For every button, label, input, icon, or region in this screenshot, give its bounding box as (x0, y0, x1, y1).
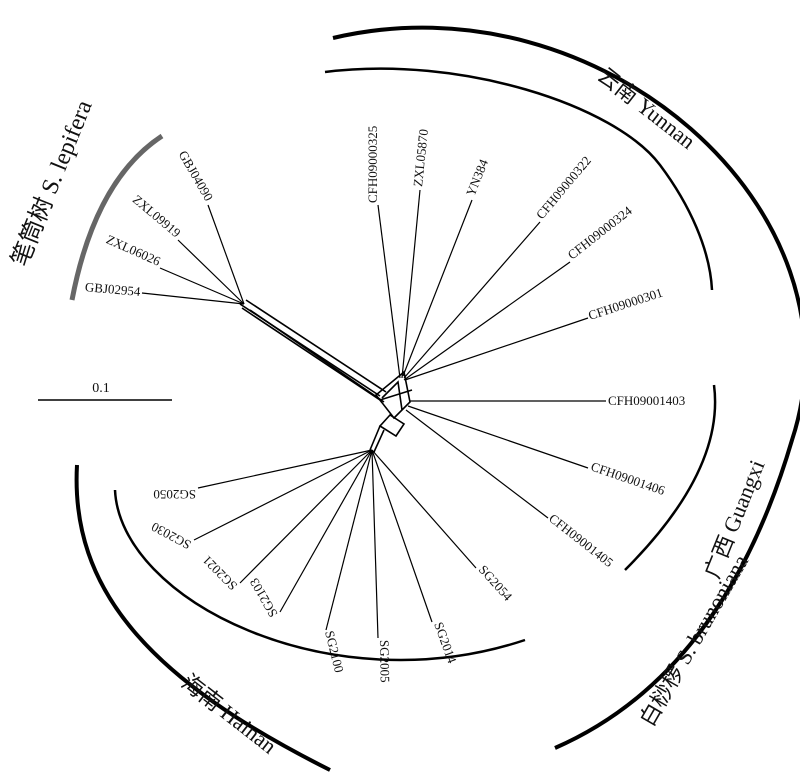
leaf-SG2050: SG2050 (153, 487, 196, 502)
arc-lepifera (69, 133, 164, 301)
leaf-SG2054: SG2054 (476, 562, 516, 604)
arc-brunoniana (332, 25, 800, 750)
leaf-CFH09000301: CFH09000301 (586, 285, 664, 323)
arc-hainan-outer (74, 464, 331, 772)
leaf-CFH09000322: CFH09000322 (533, 153, 594, 222)
leaf-GBJ02954: GBJ02954 (84, 279, 141, 299)
edges-brunoniana (377, 189, 606, 519)
leaf-ZXL09919: ZXL09919 (130, 192, 184, 241)
arc-guangxi (624, 384, 717, 571)
leaf-SG2100: SG2100 (322, 629, 347, 674)
leaf-CFH09001403: CFH09001403 (608, 393, 685, 408)
leaf-ZXL05870: ZXL05870 (410, 128, 431, 187)
scale-bar: 0.1 (38, 381, 172, 401)
leaf-GBJ04090: GBJ04090 (176, 148, 217, 204)
network-core (239, 299, 413, 453)
leaf-SG2103: SG2103 (246, 576, 280, 620)
arc-yunnan (324, 67, 714, 291)
group-label-hainan: 海南 Hainan (177, 669, 281, 758)
arc-hainan-inner (113, 489, 526, 662)
leaf-ZXL06026: ZXL06026 (104, 232, 163, 269)
scale-bar-label: 0.1 (92, 381, 110, 396)
leaf-CFH09000324: CFH09000324 (565, 203, 636, 263)
group-label-yunnan: 云南 Yunnan (593, 62, 700, 154)
leaf-CFH09000325: CFH09000325 (365, 126, 380, 203)
group-label-brunoniana: 白桫椤 S. brunoniana (635, 550, 754, 730)
leaf-SG2021: SG2021 (199, 553, 240, 594)
leaf-CFH09001406: CFH09001406 (589, 459, 667, 499)
edges-hainan (193, 449, 477, 639)
leaf-SG2005: SG2005 (377, 640, 393, 683)
leaf-SG2030: SG2030 (149, 519, 194, 552)
edges-lepifera (141, 204, 245, 305)
leaf-CFH09001405: CFH09001405 (546, 511, 616, 570)
leaf-YN384: YN384 (463, 157, 491, 199)
